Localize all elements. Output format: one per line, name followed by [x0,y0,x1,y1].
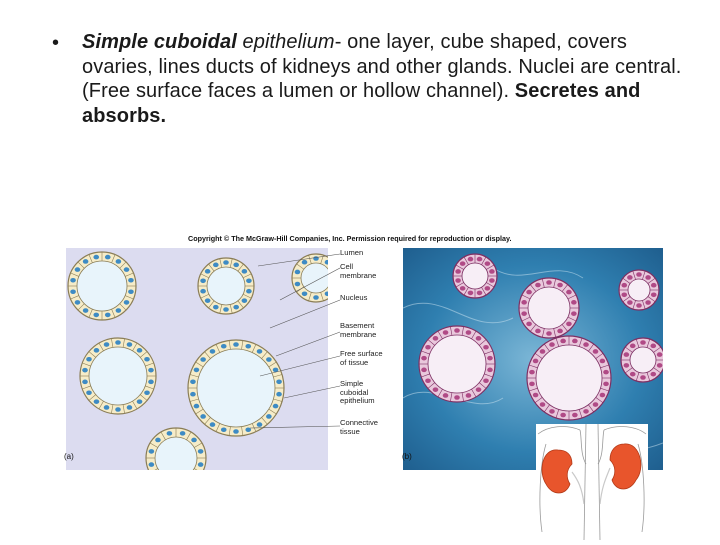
term-italic: epithelium [236,31,335,53]
emphasis-text: Secretes and absorbs. [82,80,641,127]
tubule-4 [187,339,285,437]
bullet-marker: • [52,32,60,54]
duct-5 [618,269,660,311]
micrograph-image [403,248,663,470]
description-text: - one layer, cube shaped, covers ovaries… [82,31,682,102]
duct-3 [418,325,496,403]
micrograph-panel [403,248,663,470]
label-lumen: Lumen [340,248,364,257]
bullet-text: Simple cuboidal epithelium- one layer, c… [82,30,682,128]
tubule-1 [67,251,137,321]
epithelium-figure: Copyright © The McGraw-Hill Companies, I… [60,230,663,470]
kidney-illustration [536,423,648,541]
term-bold-italic: Simple cuboidal [82,31,237,53]
label-nucleus: Nucleus [340,293,368,302]
panel-a-tag: (a) [64,452,74,461]
leader-lines [249,253,341,429]
duct-6 [620,337,663,383]
copyright-notice: Copyright © The McGraw-Hill Companies, I… [188,234,512,243]
kidney-icon [537,423,647,541]
tubule-3 [79,337,157,415]
panel-b-tag: (b) [402,452,412,461]
tubule-6 [145,427,207,470]
duct-4 [526,335,612,421]
duct-1 [452,253,498,299]
tubule-2 [197,257,255,315]
duct-2 [518,277,580,339]
